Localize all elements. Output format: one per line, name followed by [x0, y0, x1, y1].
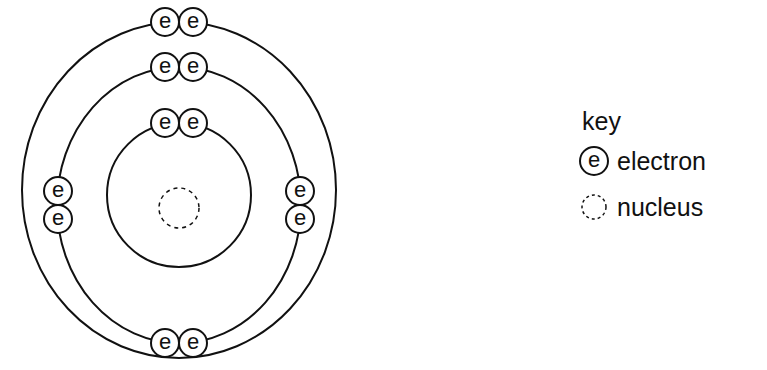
nucleus — [159, 188, 199, 228]
legend-label: nucleus — [617, 195, 703, 220]
electron-symbol: e — [187, 55, 199, 77]
nucleus-key-symbol — [582, 195, 606, 219]
key-heading: key — [582, 109, 621, 134]
electron-symbol: e — [187, 111, 199, 133]
electron-circle: e — [178, 52, 208, 82]
electron-symbol: e — [588, 149, 600, 171]
electron-circle: e — [178, 328, 208, 358]
electron-circle: e — [285, 176, 315, 206]
middle-shell — [57, 67, 301, 343]
electron-symbol: e — [52, 207, 64, 229]
electron-symbol: e — [187, 331, 199, 353]
electron-symbol: e — [159, 10, 171, 32]
electron-circle: e — [178, 108, 208, 138]
electron-circle: e — [43, 204, 73, 234]
legend-label: electron — [617, 149, 706, 174]
electron-circle: e — [150, 328, 180, 358]
electron-symbol: e — [294, 207, 306, 229]
electron-circle: e — [150, 52, 180, 82]
electron-symbol: e — [159, 55, 171, 77]
electron-circle: e — [178, 7, 208, 37]
electron-symbol: e — [52, 179, 64, 201]
electron-circle: e — [43, 176, 73, 206]
outer-shell — [22, 22, 336, 358]
electron-symbol: e — [159, 331, 171, 353]
electron-circle: e — [150, 108, 180, 138]
electron-symbol: e — [187, 10, 199, 32]
electron-symbol: e — [159, 111, 171, 133]
electron-symbol: e — [294, 179, 306, 201]
inner-shell — [107, 123, 251, 267]
electron-circle: e — [579, 146, 609, 176]
electron-circle: e — [150, 7, 180, 37]
electron-circle: e — [285, 204, 315, 234]
